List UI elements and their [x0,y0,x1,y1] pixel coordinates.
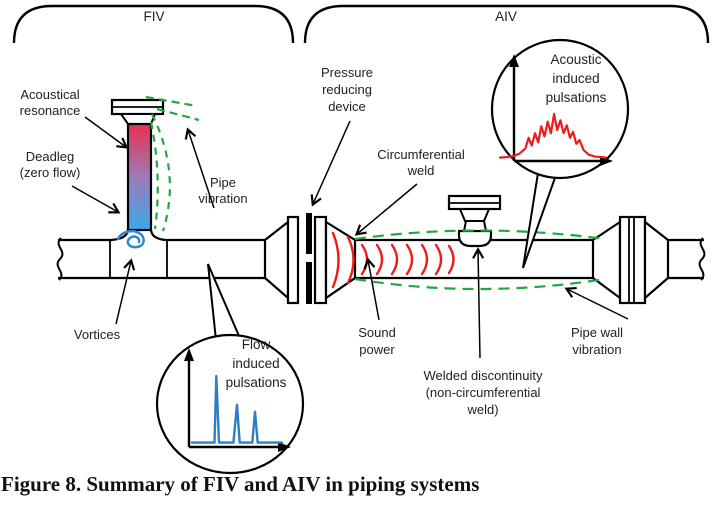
y-axis-arrowhead [509,54,519,67]
arrow-circumferential-weld [354,183,418,236]
deadleg-vibration-dashes [145,95,200,232]
pipe-break-right [698,237,706,281]
downstream-pipe [355,238,593,280]
flange-motion-dash-1 [145,95,198,108]
aiv-bracket [303,4,710,44]
label-acoustic-induced-pulsations: Acoustic induced pulsations [545,52,607,105]
sound-arc [375,243,384,276]
arrow-deadleg [71,185,121,214]
label-welded-discontinuity: Welded discontinuity (non-circumferentia… [423,368,543,417]
deadleg-resonance-column [126,122,153,232]
label-pipe-vibration: Pipe vibration [198,175,248,206]
arrow-sound-power [363,257,380,321]
bubble-tail [207,263,241,342]
flange-motion-dash-2 [156,107,200,122]
acoustic_induced_pulsations-line [498,112,608,159]
arrow-pipe-vibration [184,127,215,209]
chart-axes [512,64,602,163]
sound-arc [390,243,399,276]
label-pressure-reducing-device: Pressure reducing device [320,65,374,114]
sound-arc [346,235,355,285]
label-acoustical-resonance: Acoustical resonance [19,87,81,118]
right-reducer-cone [643,219,670,301]
pipe-wall-vibration-envelope [354,229,606,291]
right-flange-faces [628,217,635,303]
flow-pulsations-bubble [155,263,305,475]
envelope-top [354,229,606,241]
upstream-weld-lines [109,240,168,278]
orifice-flange-right [313,215,328,305]
arrow-pipe-wall-vibration [564,286,629,320]
sound-arc [434,243,443,276]
fiv-bracket [12,4,295,44]
figure-caption: Figure 8. Summary of FIV and AIV in pipi… [1,472,480,496]
sound-wave-arcs [331,231,455,289]
orifice-flange-left [286,215,300,305]
acoustic-pulsations-bubble [490,38,630,269]
upstream-expander-cone [263,219,290,301]
orifice-plate-upper [306,213,312,254]
right-pipe [668,238,704,280]
flow-pulsations-plot [190,374,284,444]
deadleg-flange-neck [119,113,157,125]
label-flow-induced-pulsations: Flow induced pulsations [225,337,287,390]
vortex-swirl [116,230,145,249]
label-circumferential-weld: Circumferential weld [377,147,465,178]
arrow-welded-discontinuity [472,247,485,359]
right-expander-cone [591,219,622,301]
pipe-break-left [56,237,64,281]
x-axis-arrowhead [600,156,613,166]
chart-axes [187,358,280,449]
upstream-pipe [58,238,265,280]
bubble-circle [155,333,305,475]
section-brackets [12,4,710,44]
deadleg-branch [110,98,165,232]
sound-arc [447,244,455,275]
fitting-neck [458,208,491,222]
deadleg-deflection-inner [149,121,159,230]
deadleg-deflection-outer [151,113,171,232]
right-flange-pair [618,215,647,305]
flow_induced_pulsations-line [190,374,284,444]
envelope-bottom [354,277,606,291]
label-deadleg: Deadleg (zero flow) [19,149,81,180]
downstream-reducer-cone [324,220,357,301]
label-sound-power: Sound power [358,325,396,357]
x-axis-arrowhead [278,442,291,452]
sound-arc [331,231,340,289]
arrow-pressure-reducing-device [310,120,351,207]
label-pipe-wall-vibration: Pipe wall vibration [570,325,624,357]
label-fiv: FIV [143,9,165,24]
welded-discontinuity-fitting [447,194,502,248]
orifice-plate-lower [306,262,312,304]
sound-arc [420,243,429,276]
arrow-vortices [115,258,136,325]
label-aiv: AIV [495,9,517,24]
sound-arc [405,243,414,276]
pipe-run [56,213,706,305]
acoustic-pulsations-plot [498,112,608,159]
y-axis-arrowhead [184,348,194,361]
annotation-arrows [71,116,629,359]
sound-arc [360,243,369,276]
label-vortices: Vortices [73,327,121,342]
bubble-tail [522,171,558,269]
weld-boss [457,229,493,248]
arrow-acoustical-resonance [84,116,129,149]
